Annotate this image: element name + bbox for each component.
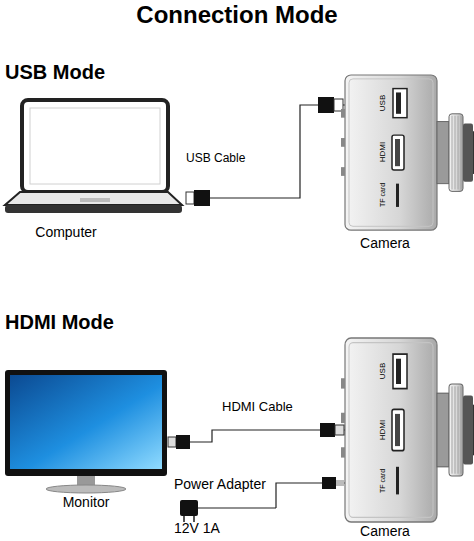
power-wire (198, 507, 276, 508)
hdmi-plug (176, 435, 190, 449)
node-label: Camera (345, 235, 425, 251)
monitor-node: Monitor (0, 365, 190, 515)
monitor-screen (10, 375, 162, 469)
laptop-display (30, 108, 160, 184)
node-label: Computer (30, 224, 102, 240)
laptop-trackpad (80, 198, 110, 202)
section-heading: USB Mode (5, 61, 105, 83)
port-label: USB (379, 95, 388, 111)
computer-node: Computer (0, 95, 210, 245)
camera-body (341, 338, 474, 522)
diagram-title: Connection Mode (0, 2, 474, 28)
port-label: HDMI (379, 142, 388, 162)
laptop-screen (22, 100, 168, 192)
port-label: TF card (379, 183, 387, 207)
port-label: TF card (379, 469, 387, 493)
hdmi-plug (320, 423, 335, 437)
camera-body (341, 75, 474, 230)
power-plug (322, 477, 336, 489)
usb-plug (318, 97, 334, 113)
usb-plug (194, 190, 210, 206)
power-plug-tip (336, 480, 344, 486)
node-label: Power Adapter (174, 476, 278, 492)
power-adapter-node: Power Adapter 12V 1A (170, 470, 276, 540)
camera-node: Camera (345, 335, 474, 541)
camera-node: Camera (345, 72, 474, 254)
port-label: USB (379, 363, 388, 379)
power-adapter-body (180, 500, 198, 516)
section-heading: HDMI Mode (5, 311, 114, 333)
laptop-keyboard (5, 192, 182, 205)
node-label: Monitor (46, 494, 126, 510)
port-label: HDMI (379, 420, 388, 440)
hdmi-plug-tip (335, 425, 344, 435)
monitor-stand (46, 485, 126, 493)
node-label: Camera (345, 523, 425, 539)
cable-label: HDMI Cable (222, 400, 293, 414)
monitor-bezel (5, 370, 167, 476)
node-label: 12V 1A (174, 520, 254, 536)
hdmi-plug-tip (168, 437, 176, 447)
usb-plug-tip (186, 192, 194, 204)
laptop-base (5, 205, 182, 213)
cable-label: USB Cable (186, 152, 245, 165)
